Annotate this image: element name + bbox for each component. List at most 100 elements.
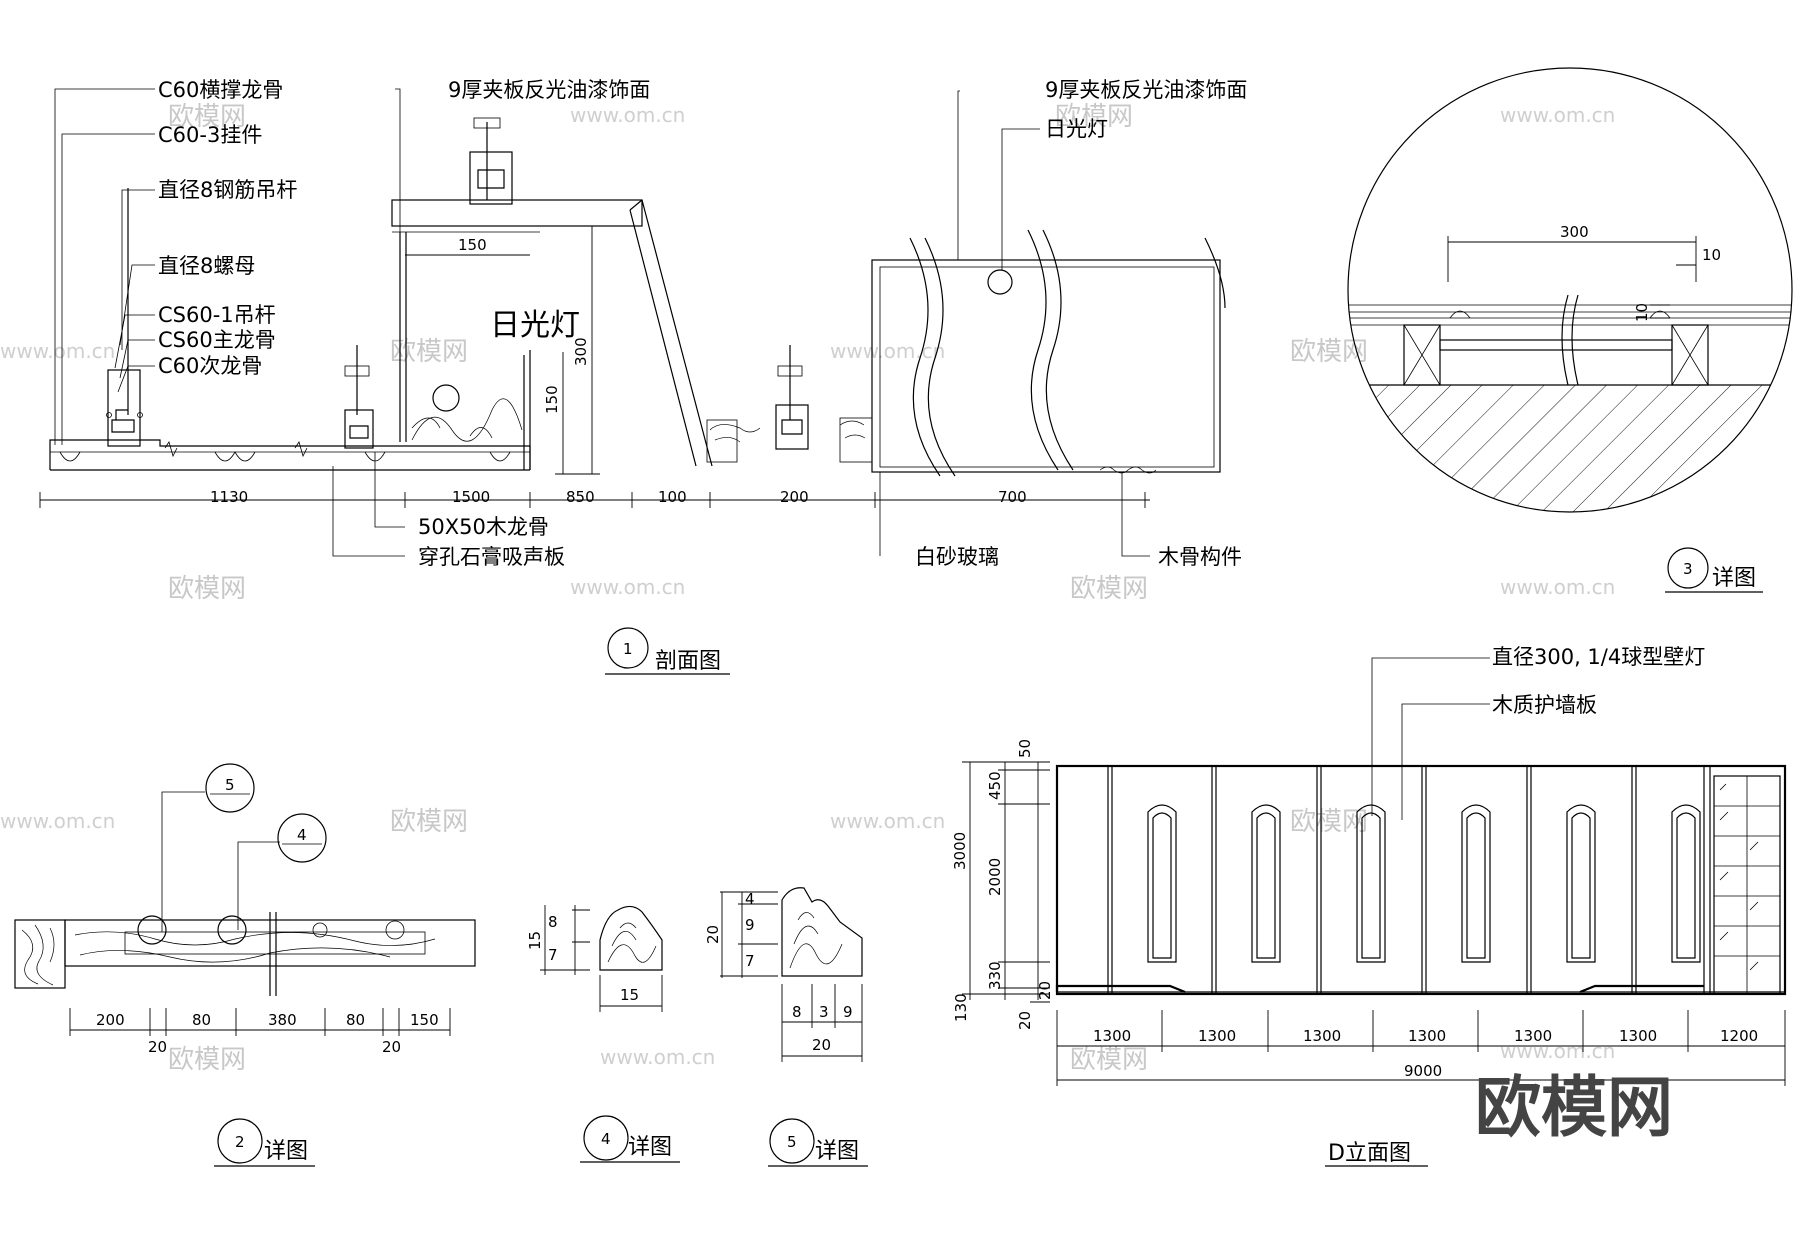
dim-300-vertical: 300	[572, 337, 590, 366]
slant-panel-inner	[629, 209, 697, 467]
elev-dim-bottom-3: 1300	[1303, 1027, 1341, 1045]
label-cs60-main: CS60主龙骨	[158, 328, 276, 352]
watermark-brand: 欧模网	[390, 807, 468, 837]
watermark-url: www.om.cn	[1500, 575, 1615, 599]
wall-lamp-group	[1147, 804, 1701, 963]
detail-2-dim-80a: 80	[192, 1011, 211, 1029]
detail-2-dim-20a: 20	[148, 1038, 167, 1056]
section-view-1: 1130 1500 850 100 200 700 150 300 150	[39, 78, 1247, 675]
watermark-brand: 欧模网	[168, 574, 246, 604]
detail-2-dim-380: 380	[268, 1011, 297, 1029]
elev-dim-3000: 3000	[951, 832, 969, 870]
watermark-brand: 欧模网	[168, 102, 246, 132]
detail-5-dim-8w: 8	[792, 1003, 802, 1021]
dim-1500: 1500	[452, 488, 490, 506]
detail-4-number-circle	[583, 1115, 629, 1161]
elev-dim-bottom-5: 1300	[1514, 1027, 1552, 1045]
detail-2-dim-150: 150	[410, 1011, 439, 1029]
watermark-url: www.om.cn	[1500, 1039, 1615, 1063]
label-plywood-1: 9厚夹板反光油漆饰面	[448, 78, 650, 102]
detail-3-number-circle	[1667, 547, 1709, 589]
secondary-keel-clips	[59, 451, 511, 462]
detail-2-dim-20b: 20	[382, 1038, 401, 1056]
dim-700: 700	[998, 488, 1027, 506]
detail-4-dim-15w: 15	[620, 986, 639, 1004]
elev-dim-bottom-1: 1300	[1093, 1027, 1131, 1045]
detail-view-4: 15 8 7 15 4 详图	[526, 905, 680, 1163]
detail-3-keel-left	[1403, 324, 1441, 386]
detail-2-title: 详图	[264, 1139, 308, 1164]
detail-5-dim-9w: 9	[843, 1003, 853, 1021]
fluorescent-lamp-big	[432, 384, 460, 412]
detail-view-3: 300 10 10 3 详图	[1347, 67, 1793, 593]
detail-5-dim-3w: 3	[819, 1003, 829, 1021]
elev-dim-20a: 20	[1036, 981, 1054, 1000]
detail-5-number: 5	[787, 1133, 797, 1151]
cs60-main-keel-bracket	[107, 369, 141, 447]
detail-4-number: 4	[601, 1130, 611, 1148]
label-wood-member: 木骨构件	[1158, 545, 1242, 569]
section-title: 剖面图	[655, 649, 721, 674]
label-cs60-1-rod: CS60-1吊杆	[158, 303, 276, 327]
detail-5-title: 详图	[815, 1139, 859, 1164]
skirting	[1055, 984, 1704, 994]
elev-dim-total: 9000	[1404, 1062, 1442, 1080]
label-wood-panel: 木质护墙板	[1492, 693, 1597, 717]
detail-view-2: 5 4 200 80 380 80 150 20 20 2 详图	[14, 763, 476, 1167]
detail-2-number: 2	[235, 1133, 245, 1151]
watermark-url: www.om.cn	[1500, 103, 1615, 127]
frosted-glass-box-outer	[871, 259, 1221, 473]
dim-850: 850	[566, 488, 595, 506]
detail-2-number-circle	[217, 1118, 263, 1164]
watermark-url: www.om.cn	[830, 809, 945, 833]
detail-4-dim-15h: 15	[526, 931, 544, 950]
watermark-url: www.om.cn	[0, 809, 115, 833]
detail-5-dim-7: 7	[745, 952, 755, 970]
dim-200: 200	[780, 488, 809, 506]
break-mark	[164, 441, 178, 458]
label-fluorescent-big: 日光灯	[490, 308, 580, 343]
detail-4-dim-7: 7	[548, 946, 558, 964]
detail-2-dim-80b: 80	[346, 1011, 365, 1029]
callout-4-number: 4	[297, 826, 307, 844]
label-c60-3-hanger: C60-3挂件	[158, 123, 262, 147]
section-number-circle	[607, 627, 649, 669]
elev-dim-450: 450	[986, 771, 1004, 800]
watermark-url: www.om.cn	[0, 339, 115, 363]
wood-grain-block	[411, 398, 523, 442]
callout-5-circle	[205, 763, 255, 813]
detail-2-molding-4	[217, 915, 247, 945]
elev-dim-bottom-6: 1300	[1619, 1027, 1657, 1045]
dim-150-top: 150	[458, 236, 487, 254]
watermark-brand: 欧模网	[1290, 807, 1368, 837]
detail-4-title: 详图	[628, 1135, 672, 1160]
label-gypsum-board: 穿孔石膏吸声板	[418, 545, 565, 569]
fluorescent-lamp-small	[987, 269, 1013, 295]
detail-4-dim-8: 8	[548, 913, 558, 931]
elev-dim-50: 50	[1016, 739, 1034, 758]
top-hanger-bracket	[469, 151, 513, 205]
watermark-url: www.om.cn	[570, 575, 685, 599]
break-mark	[294, 441, 308, 458]
watermark-url: www.om.cn	[830, 339, 945, 363]
detail-5-dim-9: 9	[745, 916, 755, 934]
callout-5-number: 5	[225, 776, 235, 794]
detail-4-profile	[599, 905, 663, 971]
slant-panel-outer	[641, 199, 713, 467]
elev-dim-bottom-4: 1300	[1408, 1027, 1446, 1045]
label-c60-secondary: C60次龙骨	[158, 354, 262, 378]
label-wood-keel: 50X50木龙骨	[418, 515, 549, 539]
detail-3-dim-300: 300	[1560, 223, 1589, 241]
detail-5-dim-20w: 20	[812, 1036, 831, 1054]
detail-2-dim-200: 200	[96, 1011, 125, 1029]
watermark-logo: 欧模网	[1475, 1069, 1673, 1146]
elev-dim-bottom-2: 1300	[1198, 1027, 1236, 1045]
label-plywood-2: 9厚夹板反光油漆饰面	[1045, 78, 1247, 102]
leader-lines-left	[54, 88, 1150, 557]
glass-box-hanger	[775, 404, 809, 450]
detail-view-5: 20 4 9 7 8 3 9 20 5 详图	[704, 887, 868, 1167]
watermark-url: www.om.cn	[600, 1045, 715, 1069]
watermark-brand: 欧模网	[390, 337, 468, 367]
label-nut-8: 直径8螺母	[158, 254, 255, 278]
